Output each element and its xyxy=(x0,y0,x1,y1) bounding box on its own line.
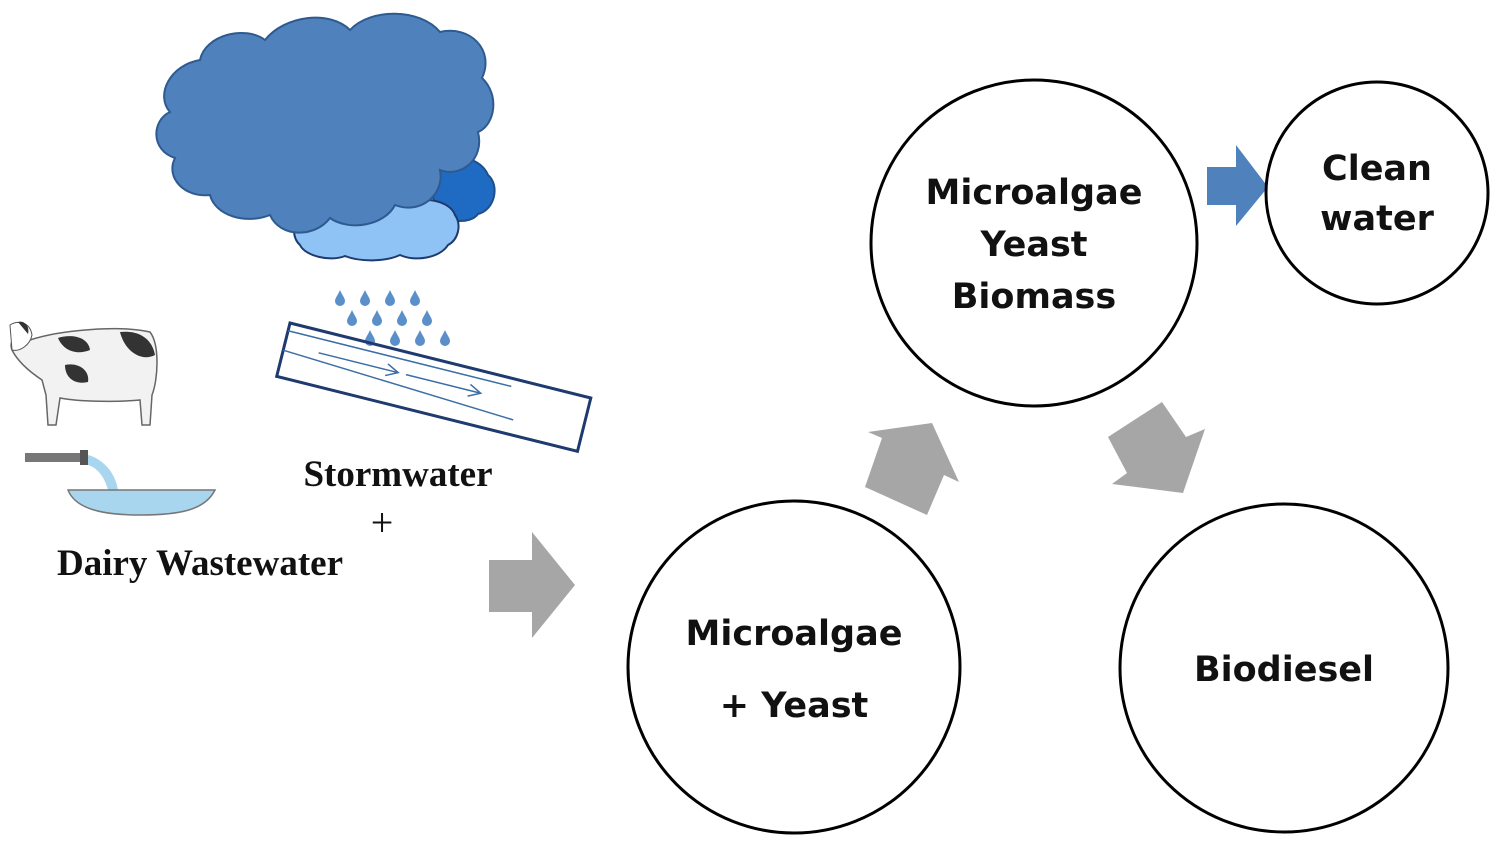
rain-cloud-icon xyxy=(155,12,496,262)
raindrop-icon xyxy=(385,290,395,306)
node-clean-water: Clean water xyxy=(1264,80,1490,306)
arrow-culture-to-biomass xyxy=(865,423,959,515)
arrow-inputs-to-culture xyxy=(489,532,575,638)
node-circle xyxy=(1264,80,1490,306)
raindrop-icon xyxy=(415,330,425,346)
node-label-line: Biodiesel xyxy=(1194,650,1374,690)
dairy-wastewater-label: Dairy Wastewater xyxy=(57,543,343,584)
plus-label: + xyxy=(371,500,394,545)
cow-icon xyxy=(9,321,158,426)
cow-spot xyxy=(58,336,90,353)
node-label-line: + Yeast xyxy=(720,686,869,726)
node-circle xyxy=(626,499,962,835)
arrow-biomass-to-clean-water xyxy=(1207,145,1268,226)
flow-arrow-icon xyxy=(405,373,483,397)
flow-arrow-icon xyxy=(318,352,400,377)
cow-spot xyxy=(65,364,89,383)
cow-head-spot xyxy=(18,321,29,334)
node-label-line: Microalgae xyxy=(926,173,1143,213)
stormwater-label: Stormwater xyxy=(303,454,492,495)
cloud-main xyxy=(155,12,495,234)
raindrop-icon xyxy=(440,330,450,346)
raindrop-icon xyxy=(410,290,420,306)
water-basin xyxy=(66,489,217,516)
raindrop-icon xyxy=(335,290,345,306)
arrow-biomass-to-biodiesel xyxy=(1108,402,1205,493)
channel-line xyxy=(283,349,514,421)
node-label-line: Clean xyxy=(1322,149,1432,189)
pipe-end xyxy=(80,450,88,465)
node-label-line: Microalgae xyxy=(686,614,903,654)
node-biodiesel: Biodiesel xyxy=(1118,502,1450,834)
cow-spot xyxy=(120,331,155,358)
node-circle xyxy=(869,78,1199,408)
wastewater-pipe-icon xyxy=(25,450,217,516)
raindrop-icon xyxy=(347,310,357,326)
channel-frame xyxy=(274,321,593,454)
pipe xyxy=(25,453,85,462)
node-label-line: Yeast xyxy=(979,225,1087,265)
raindrop-icon xyxy=(372,310,382,326)
node-culture: Microalgae + Yeast xyxy=(626,499,962,835)
raindrop-icon xyxy=(422,310,432,326)
water-stream xyxy=(88,455,118,490)
node-label-line: water xyxy=(1320,199,1434,239)
raindrop-icon xyxy=(397,310,407,326)
raindrop-icon xyxy=(360,290,370,306)
node-biomass: Microalgae Yeast Biomass xyxy=(869,78,1199,408)
node-label-line: Biomass xyxy=(952,277,1116,317)
node-circle xyxy=(1118,502,1450,834)
stormwater-channel-icon xyxy=(274,321,593,454)
raindrop-icon xyxy=(390,330,400,346)
channel-line xyxy=(287,330,512,388)
